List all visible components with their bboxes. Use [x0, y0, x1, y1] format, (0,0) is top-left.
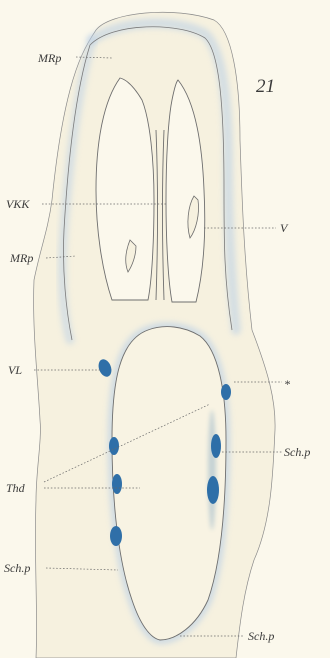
label-mrp-mid: MRp [9, 251, 33, 265]
nucleus-asterisk [221, 384, 231, 400]
label-schp-bottom: Sch.p [248, 629, 274, 643]
nucleus-left-2 [112, 474, 122, 494]
label-thd: Thd [6, 481, 26, 495]
figure-number: 21 [256, 76, 275, 97]
ventricle-left [96, 78, 154, 300]
stain-smear-right [208, 410, 216, 530]
label-schp-left: Sch.p [4, 561, 30, 575]
nucleus-left-3 [110, 526, 122, 546]
label-vl: VL [8, 363, 22, 377]
label-mrp-top: MRp [37, 51, 61, 65]
label-asterisk: * [284, 377, 290, 391]
label-vkk: VKK [6, 197, 30, 211]
nucleus-left-1 [109, 437, 119, 455]
label-v: V [280, 221, 289, 235]
label-schp-right: Sch.p [284, 445, 310, 459]
